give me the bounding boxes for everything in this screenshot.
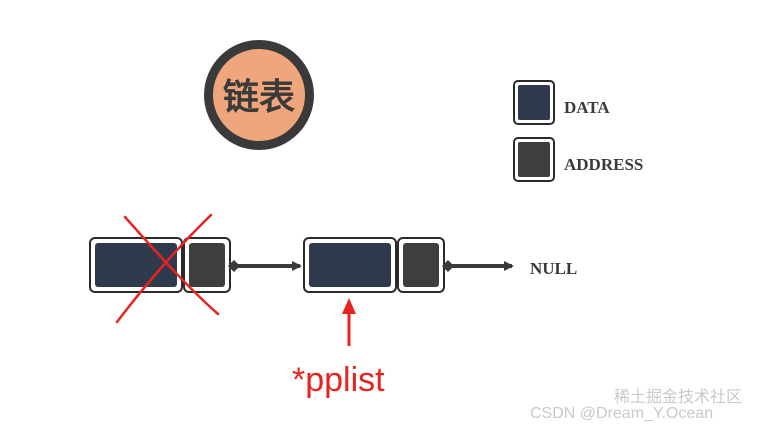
legend-data-label: DATA [564,98,610,117]
legend-data-swatch [518,85,550,120]
pointer-arrow [342,298,356,346]
legend-item-data: DATA [513,80,610,125]
node-first-address-cell [189,243,225,287]
cross-stroke-1 [123,215,220,316]
legend-address-label: ADDRESS [564,155,643,174]
legend-item-address: ADDRESS [513,137,643,182]
cross-stroke-2 [115,213,213,324]
pointer-arrowhead [342,298,356,314]
title-badge-text: 链表 [223,77,295,117]
pointer-label: *pplist [292,361,385,399]
node-second-data-cell [309,243,391,287]
title-badge: 链表 [204,40,314,150]
list-node-second [303,237,445,293]
node-first-data-cell [95,243,177,287]
null-label: NULL [530,259,577,278]
node-second-address-cell [403,243,439,287]
delete-cross [115,213,220,324]
legend: DATA ADDRESS [513,80,643,182]
legend-address-swatch [518,142,550,177]
title-badge-fill [213,49,305,141]
list-node-first [89,237,231,293]
watermark-overlay-text: 稀土掘金技术社区 [614,388,742,406]
watermark: 稀土掘金技术社区 CSDN @Dream_Y.Ocean [530,388,742,422]
watermark-text: CSDN @Dream_Y.Ocean [530,405,713,422]
